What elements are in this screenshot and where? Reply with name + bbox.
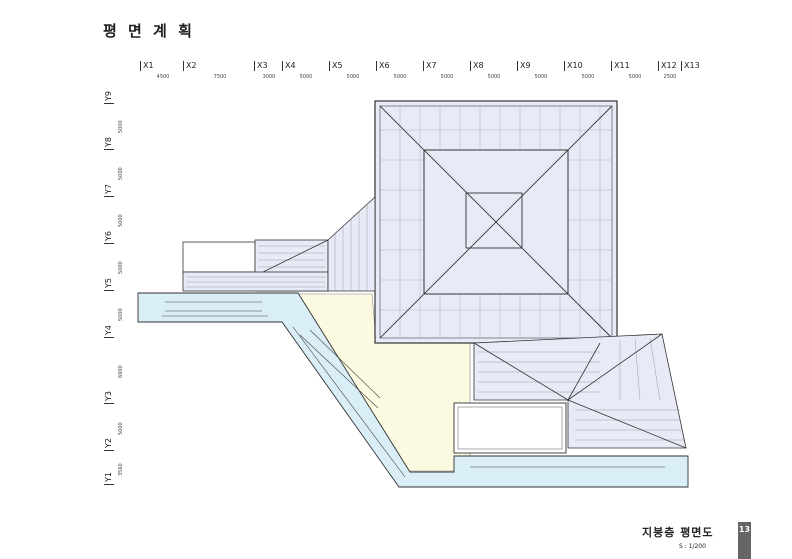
x-axis-label: X11 xyxy=(611,61,630,71)
x-axis-label: X13 xyxy=(681,61,700,71)
x-axis-label: X7 xyxy=(423,61,437,71)
main-roof-ribs xyxy=(380,106,612,338)
left-slope-roof xyxy=(327,196,376,292)
x-dimension: 5000 xyxy=(581,74,595,80)
x-dimension: 3000 xyxy=(262,74,276,80)
x-dimension: 5000 xyxy=(393,74,407,80)
x-dimension: 4500 xyxy=(156,74,170,80)
x-axis-label: X6 xyxy=(376,61,390,71)
x-grid-axis: X1 X2 X3 X4 X5 X6 X7 X8 X9 X10 X11 X12 X… xyxy=(0,58,792,88)
x-axis-label: X12 xyxy=(658,61,677,71)
left-roof-box xyxy=(182,241,256,273)
x-axis-label: X8 xyxy=(470,61,484,71)
lower-right-box xyxy=(453,402,567,454)
x-axis-label: X3 xyxy=(254,61,268,71)
x-dimension: 7500 xyxy=(213,74,227,80)
corridor-band xyxy=(137,292,689,488)
x-dimension: 5000 xyxy=(628,74,642,80)
x-axis-label: X9 xyxy=(517,61,531,71)
x-axis-label: X5 xyxy=(329,61,343,71)
x-dimension: 2500 xyxy=(663,74,677,80)
x-dimension: 5000 xyxy=(534,74,548,80)
x-dimension: 5000 xyxy=(487,74,501,80)
drawing-title: 지붕층 평면도 xyxy=(642,526,714,539)
x-dimension: 5000 xyxy=(440,74,454,80)
hip-lines xyxy=(379,105,613,339)
x-dimension: 5000 xyxy=(299,74,313,80)
x-axis-label: X1 xyxy=(140,61,154,71)
x-axis-label: X10 xyxy=(564,61,583,71)
x-axis-label: X2 xyxy=(183,61,197,71)
page-number: 13 xyxy=(738,522,751,559)
x-axis-label: X4 xyxy=(282,61,296,71)
drawing-scale: S : 1/200 xyxy=(679,543,706,550)
corridor-rails xyxy=(162,301,665,478)
page-title: 평 면 계 획 xyxy=(103,22,195,40)
left-roof-base xyxy=(182,271,329,292)
x-dimension: 5000 xyxy=(346,74,360,80)
